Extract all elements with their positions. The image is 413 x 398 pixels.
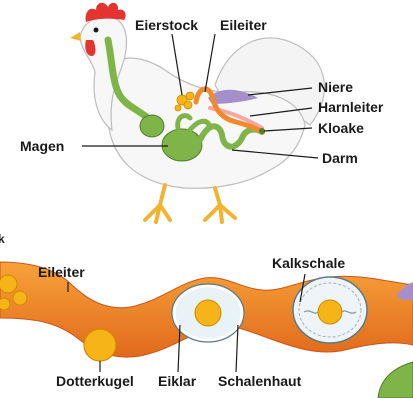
hen-beak xyxy=(70,32,81,41)
leader-eileiter-upper xyxy=(205,34,215,92)
hen-leg-left xyxy=(145,185,170,222)
label-dotterkugel: Dotterkugel xyxy=(56,373,134,389)
label-magen: Magen xyxy=(20,138,64,154)
hen-eye xyxy=(94,28,99,33)
hen-illustration xyxy=(70,3,324,222)
hen-leg-right xyxy=(205,188,235,222)
label-eierstock: Eierstock xyxy=(135,17,198,33)
label-edge-k: k xyxy=(0,232,5,246)
label-kalkschale: Kalkschale xyxy=(272,255,345,271)
shelled-egg-yolk xyxy=(318,300,342,324)
label-niere: Niere xyxy=(318,79,353,95)
intestine-fragment xyxy=(378,362,413,398)
label-eileiter-upper: Eileiter xyxy=(220,17,267,33)
label-schalenhaut: Schalenhaut xyxy=(218,373,302,389)
label-harnleiter: Harnleiter xyxy=(318,99,384,115)
label-eileiter-lower: Eileiter xyxy=(38,264,85,280)
label-darm: Darm xyxy=(322,150,358,166)
leader-schalenhaut xyxy=(236,325,238,372)
crop xyxy=(140,115,164,137)
stomach xyxy=(162,129,202,161)
yolk-ball xyxy=(84,329,116,361)
label-eiklar: Eiklar xyxy=(158,373,197,389)
label-kloake: Kloake xyxy=(318,120,364,136)
egg-yolk xyxy=(195,300,221,326)
